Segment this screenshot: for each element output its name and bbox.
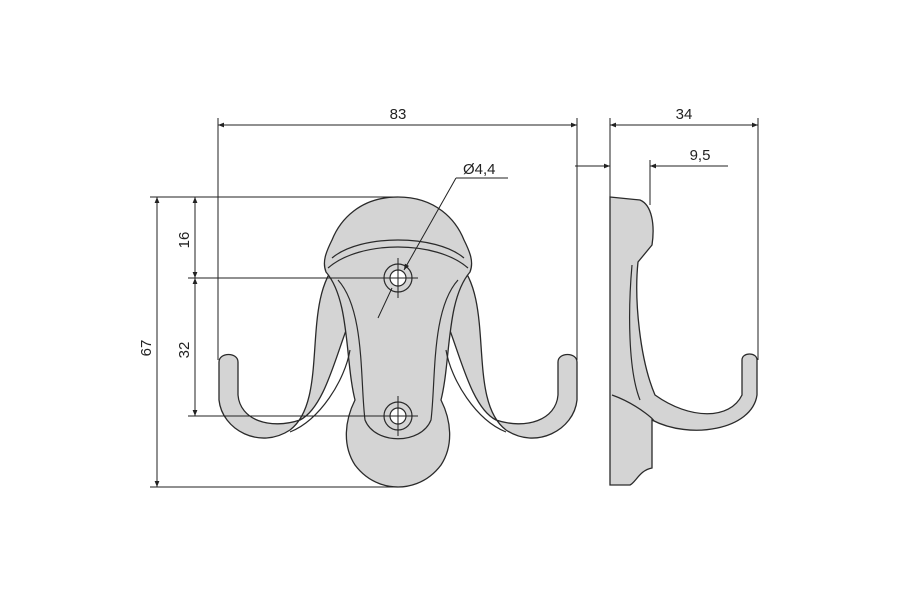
extension-lines <box>150 118 759 488</box>
top-to-hole-dimension: 16 <box>176 232 193 249</box>
width-dimension: 83 <box>390 106 407 123</box>
depth-dimension: 34 <box>676 106 693 123</box>
left-arm-edge <box>289 349 351 433</box>
right-arm-edge <box>445 349 507 433</box>
left-hook <box>218 260 361 439</box>
hole-spacing-dimension: 32 <box>176 342 193 359</box>
right-hook <box>435 260 578 439</box>
rim-line <box>331 239 465 259</box>
side-profile <box>609 196 758 486</box>
diameter-leader <box>377 287 393 319</box>
rim-line <box>327 246 469 269</box>
diameter-leader <box>403 177 457 271</box>
side-view <box>609 196 758 486</box>
height-dimension: 67 <box>138 340 155 357</box>
side-edge <box>611 394 655 422</box>
hole-diameter-dimension: Ø4,4 <box>463 161 496 178</box>
front-view <box>218 196 578 488</box>
side-edge <box>629 264 641 401</box>
center-ridge <box>337 279 459 440</box>
plate-thickness-dimension: 9,5 <box>690 147 711 164</box>
